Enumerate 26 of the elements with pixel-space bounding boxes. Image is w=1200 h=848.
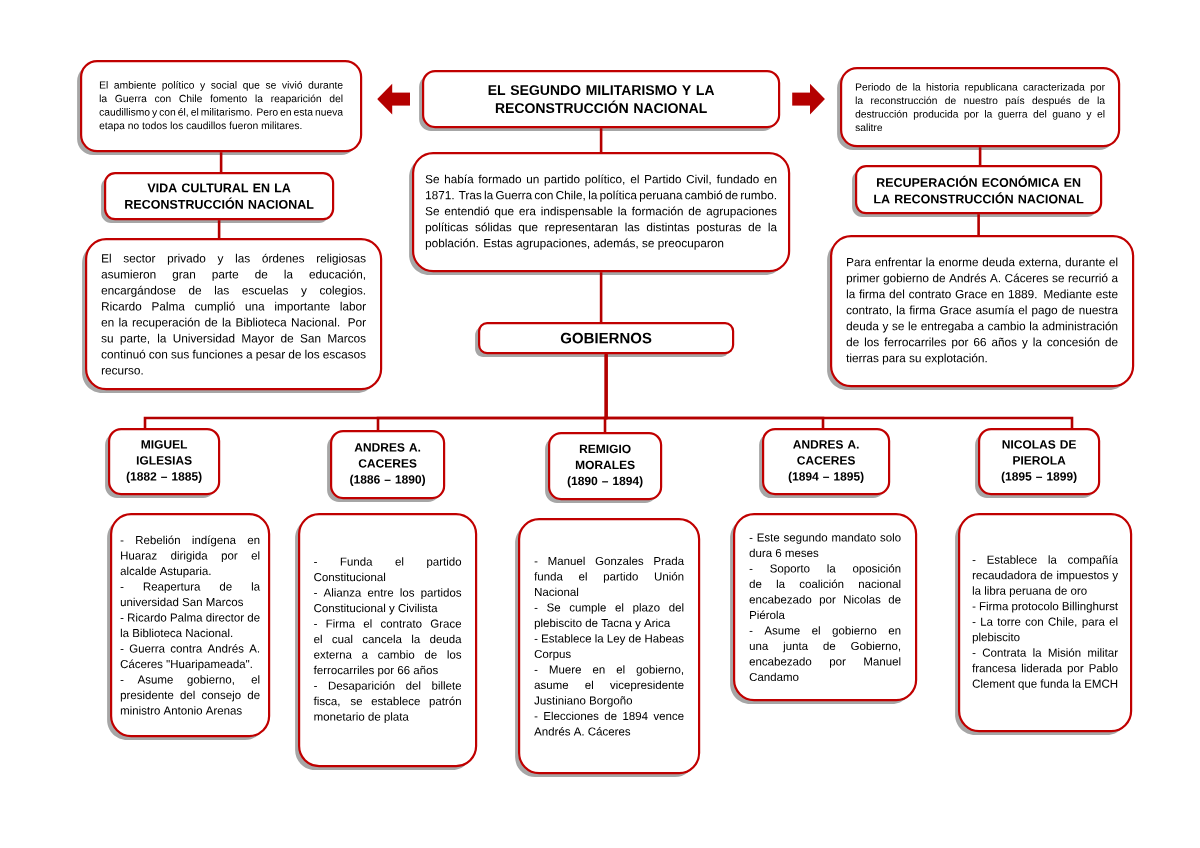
- text-box: El sector privado y las órdenes religiosas asumieron gran parte de la educación, encargándose de las escuelas y colegios. Ricardo Palma cumplió una importante labor en la recuperación de la Biblioteca Nacional. Por su parte, la Universidad Mayor de San Marcos continuó con sus funciones a pesar de los escasos recurso.: [82, 238, 383, 394]
- connector-line: [978, 147, 982, 165]
- connector-line: [977, 214, 980, 235]
- list-box: - Manuel Gonzales Prada funda el partido Unión Nacional - Se cumple el plazo del plebiscito de Tacna y Arica - Establece la Ley de Habeas Corpus - Muere en el gobierno, asume el vicepresidente Justiniano Borgoño - Elecciones de 1894 vence Andrés A. Cáceres: [515, 518, 701, 778]
- connector-line: [219, 152, 223, 172]
- connector-line: [604, 354, 1074, 428]
- name-box: NICOLAS DE PIEROLA (1895 – 1899): [975, 428, 1101, 499]
- text-box: Para enfrentar la enorme deuda externa, durante el primer gobierno de Andrés A. Cáceres se recurrió a la firma del contrato Grace en 1889. Mediante este contrato, la firma Grace asumía el pago de nuestra deuda y se le entregaba a cambio la administración de los ferrocarriles por 66 años y la concesión de tierras para su explotación.: [827, 235, 1135, 391]
- text-box: El ambiente político y social que se vivió durante la Guerra con Chile fomento la reaparición del caudillismo y con él, el militarismo. Pero en esta nueva etapa no todos los caudillos fueron militares.: [77, 60, 363, 156]
- heading-box: RECUPERACIÓN ECONÓMICA EN LA RECONSTRUCCIÓN NACIONAL: [852, 165, 1103, 218]
- text-box: Periodo de la historia republicana caracterizada por la reconstrucción de nuestro país después de la destrucción producida por la guerra del guano y el salitre: [837, 67, 1121, 151]
- list-box: - Funda el partido Constitucional - Alianza entre los partidos Constitucional y Civilista - Firma el contrato Grace el cual cancela la deuda externa a cambio de los ferrocarriles por 66 años - Desaparición del billete fisca, se establece patrón monetario de plata: [295, 513, 478, 771]
- heading-box: GOBIERNOS: [475, 322, 735, 358]
- list-box: - Establece la compañía recaudadora de impuestos y la libra peruana de oro - Firma protocolo Billinghurst - La torre con Chile, para el plebiscito - Contrata la Misión militar francesa liderada por Pablo Clement que funda la EMCH: [955, 513, 1133, 736]
- name-box: ANDRES A. CACERES (1886 – 1890): [327, 430, 446, 503]
- list-box: - Este segundo mandato solo dura 6 meses - Soporto la oposición de la coalición nacional encabezado por Nicolas de Piérola - Asume el gobierno en una junta de Gobierno, encabezado por Manuel Candamo: [730, 513, 918, 705]
- text-box: Se había formado un partido político, el Partido Civil, fundado en 1871. Tras la Guerra con Chile, la política peruana cambió de rumbo. Se entendió que era indispensable la formación de agrupaciones políticas sólidas que representaran las distintas posturas de la población. Estas agrupaciones, además, se preocuparon: [409, 152, 791, 276]
- name-box: MIGUEL IGLESIAS (1882 – 1885): [105, 428, 221, 499]
- heading-box: VIDA CULTURAL EN LA RECONSTRUCCIÓN NACIONAL: [101, 172, 335, 224]
- name-box: REMIGIO MORALES (1890 – 1894): [545, 432, 663, 504]
- connector-line: [599, 272, 603, 322]
- list-box: - Rebelión indígena en Huaraz dirigida por el alcalde Astuparia. - Reapertura de la universidad San Marcos - Ricardo Palma director de la Biblioteca Nacional. - Guerra contra Andrés A. Cáceres "Huaripameada". - Asume gobierno, el presidente del consejo de ministro Antonio Arenas: [107, 513, 271, 741]
- connector-line: [599, 128, 603, 152]
- connector-line: [217, 220, 221, 238]
- name-box: ANDRES A. CACERES (1894 – 1895): [759, 428, 891, 499]
- title-box: EL SEGUNDO MILITARISMO Y LA RECONSTRUCCIÓN NACIONAL: [419, 70, 781, 132]
